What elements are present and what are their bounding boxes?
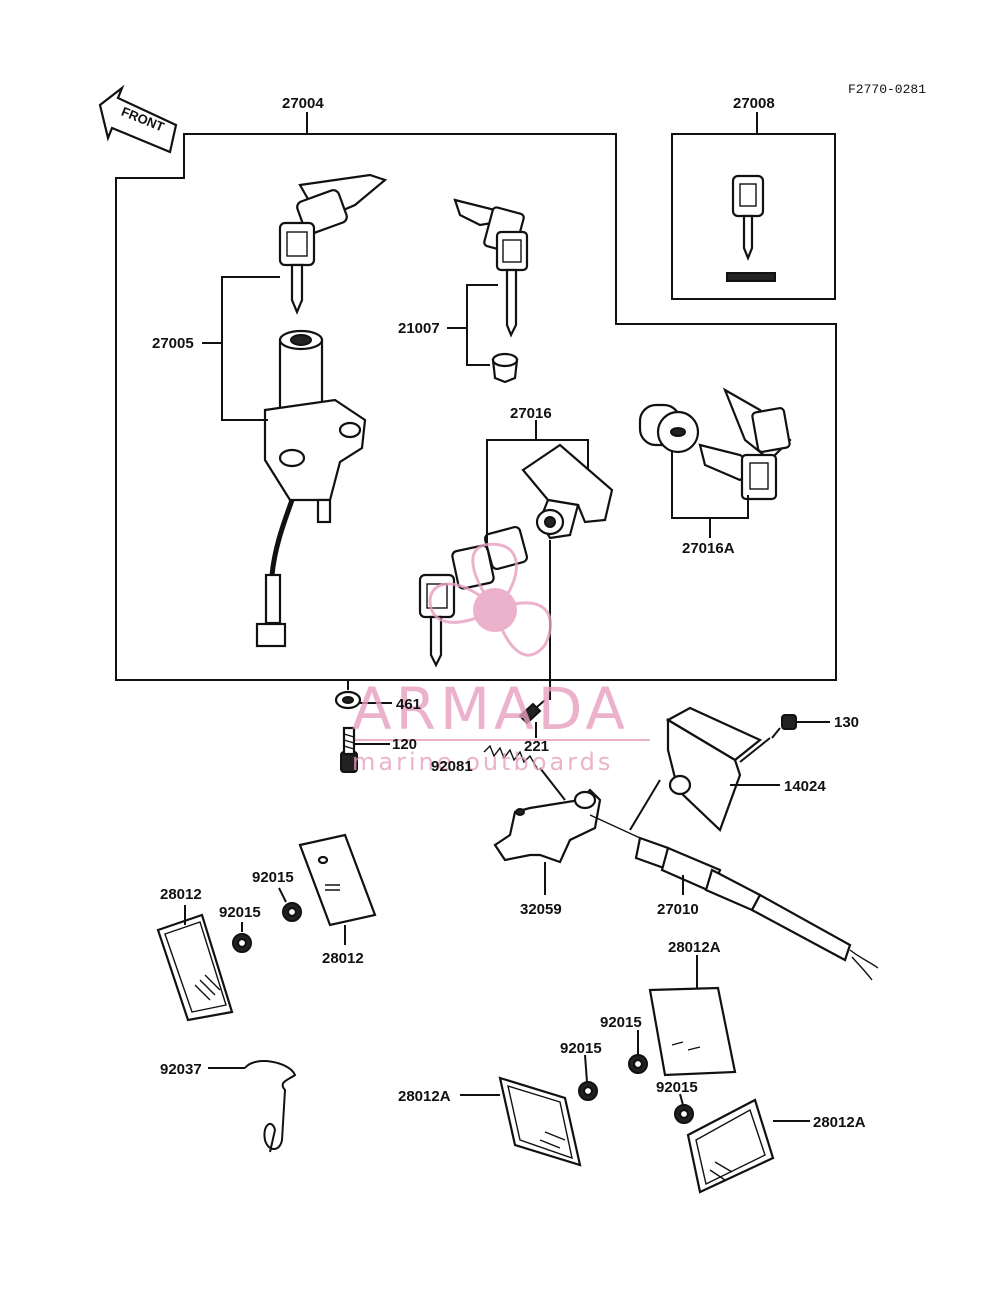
part-label-92037: 92037: [160, 1061, 202, 1078]
watermark-brand: ARMADA: [352, 675, 629, 743]
nut-92015-b-icon: [282, 902, 302, 922]
cover-14024-icon: [665, 706, 763, 832]
nut-92015-d-icon: [578, 1081, 598, 1101]
nut-92015-e-icon: [674, 1104, 694, 1124]
part-label-92015-e: 92015: [656, 1079, 698, 1096]
reference-code: F2770-0281: [848, 82, 926, 97]
washer-461-icon: [334, 690, 362, 710]
part-label-221: 221: [524, 738, 549, 755]
part-label-21007: 21007: [398, 320, 440, 337]
reflector-28012-right-icon: [298, 833, 377, 927]
part-label-92015-d: 92015: [560, 1040, 602, 1057]
key-set-21007-icon: [453, 198, 529, 384]
nut-92015-c-icon: [628, 1054, 648, 1074]
part-label-27004: 27004: [282, 95, 324, 112]
part-label-32059: 32059: [520, 901, 562, 918]
spring-92081-icon: [483, 744, 539, 771]
part-label-27005: 27005: [152, 335, 194, 352]
part-label-130: 130: [834, 714, 859, 731]
reflector-28012A-left-icon: [498, 1076, 582, 1167]
part-label-92081: 92081: [431, 758, 473, 775]
nut-92015-a-icon: [232, 933, 252, 953]
watermark-tagline: marine outboards: [352, 748, 613, 776]
reflector-28012-left-icon: [156, 913, 234, 1022]
reflector-28012A-right-icon: [686, 1098, 775, 1194]
part-label-28012A-right: 28012A: [813, 1114, 866, 1131]
part-label-92015-b: 92015: [252, 869, 294, 886]
wire-clip-92037-icon: [244, 1060, 297, 1153]
screw-221-icon: [518, 699, 546, 725]
part-label-28012-right: 28012: [322, 950, 364, 967]
part-label-27016: 27016: [510, 405, 552, 422]
reflector-28012A-top-icon: [648, 986, 737, 1077]
part-label-27008: 27008: [733, 95, 775, 112]
armada-watermark: ARMADA marine outboards: [352, 542, 650, 776]
part-label-28012-left: 28012: [160, 886, 202, 903]
propeller-logo-icon: [428, 542, 552, 657]
part-label-92015-a: 92015: [219, 904, 261, 921]
assembly-outline-27004: [115, 133, 837, 681]
front-arrow-icon: FRONT: [98, 84, 178, 154]
part-label-14024: 14024: [784, 778, 826, 795]
bracket-32059-icon: [493, 788, 602, 864]
lock-cylinder-27016A-icon: [638, 387, 792, 501]
part-label-461: 461: [396, 696, 421, 713]
part-label-27010: 27010: [657, 901, 699, 918]
part-label-28012A-top: 28012A: [668, 939, 721, 956]
part-label-27016A: 27016A: [682, 540, 735, 557]
bolt-120-icon: [340, 726, 358, 773]
key-blank-icon: [726, 174, 776, 282]
key-blank-box-27008: [671, 133, 836, 300]
part-label-92015-c: 92015: [600, 1014, 642, 1031]
lock-assembly-27016-icon: [418, 443, 614, 668]
screw-130-icon: [771, 714, 797, 739]
switch-27010-icon: [589, 814, 879, 981]
part-label-120: 120: [392, 736, 417, 753]
ignition-switch-icon: [255, 173, 388, 648]
part-label-28012A-left: 28012A: [398, 1088, 451, 1105]
